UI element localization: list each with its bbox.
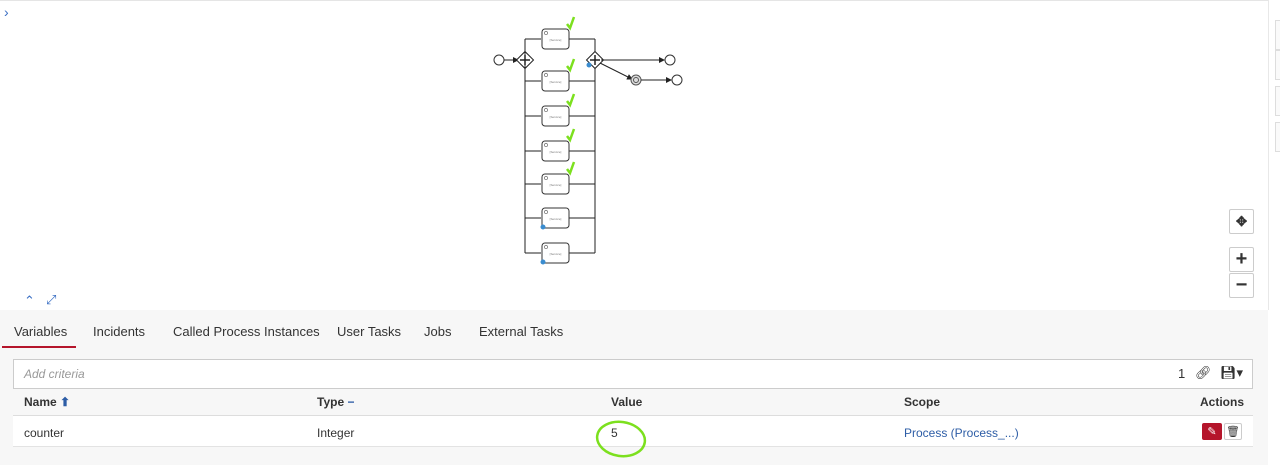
column-header-scope: Scope <box>904 395 941 409</box>
detail-tabs: Variables Incidents Called Process Insta… <box>0 310 1268 350</box>
service-task <box>541 70 570 92</box>
header-divider <box>13 415 1253 416</box>
checkmark-icon <box>566 16 576 31</box>
service-task <box>541 207 570 229</box>
service-task <box>541 140 570 162</box>
checkmark-icon <box>566 161 576 176</box>
tab-external-tasks[interactable]: External Tasks <box>479 324 564 339</box>
task-label: [Service] <box>550 183 562 187</box>
column-header-actions: Actions <box>1200 395 1245 409</box>
bpmn-diagram-canvas[interactable]: › [Serv <box>0 0 1268 310</box>
zoom-out-button[interactable]: − <box>1229 273 1254 298</box>
gear-icon <box>544 108 548 112</box>
rail-tab[interactable] <box>1275 20 1280 50</box>
edit-variable-button[interactable]: ✎ <box>1202 423 1222 440</box>
save-dropdown-icon[interactable]: 💾︎▾ <box>1220 365 1244 380</box>
cell-type: Integer <box>317 426 355 440</box>
column-header-value: Value <box>611 395 643 409</box>
sort-none-icon[interactable]: − <box>347 395 355 409</box>
gear-icon <box>544 143 548 147</box>
service-task <box>541 242 570 264</box>
zoom-in-button[interactable]: + <box>1229 247 1254 272</box>
tab-variables[interactable]: Variables <box>14 324 68 339</box>
search-criteria-bar[interactable]: Add criteria 1 🔗︎ 💾︎▾ <box>13 359 1253 389</box>
gear-icon <box>544 210 548 214</box>
collapse-icon[interactable]: ⌃ <box>24 293 35 308</box>
sort-ascending-icon[interactable]: ⬆︎ <box>60 395 71 409</box>
rail-tab[interactable] <box>1275 86 1280 116</box>
start-event <box>493 54 505 66</box>
tab-incidents[interactable]: Incidents <box>93 324 146 339</box>
table-row <box>13 416 1253 446</box>
service-task <box>541 105 570 127</box>
task-label: [Service] <box>550 38 562 42</box>
criteria-count: 1 <box>1178 366 1186 381</box>
token-badge <box>540 259 546 265</box>
end-event-2 <box>671 74 683 86</box>
checkmark-icon <box>566 128 576 143</box>
trash-icon: 🗑︎ <box>1226 426 1240 438</box>
gear-icon <box>544 245 548 249</box>
link-icon[interactable]: 🔗︎ <box>1195 365 1212 380</box>
row-divider <box>13 446 1253 447</box>
rail-tab[interactable] <box>1275 50 1280 80</box>
checkmark-icon <box>566 93 576 108</box>
rail-tab[interactable] <box>1275 122 1280 152</box>
gear-icon <box>544 176 548 180</box>
bpmn-diagram: [Service] [Service] [Service] [Service] [Ser… <box>493 16 683 265</box>
right-rail <box>1268 0 1280 310</box>
gear-icon <box>544 73 548 77</box>
token-badge <box>540 224 546 230</box>
intermediate-event <box>630 74 642 86</box>
gear-icon <box>544 31 548 35</box>
cell-name: counter <box>24 426 65 440</box>
pencil-icon: ✎ <box>1207 426 1217 438</box>
service-task <box>541 173 570 195</box>
tab-jobs[interactable]: Jobs <box>424 324 452 339</box>
checkmark-icon <box>566 58 576 73</box>
tab-called-process-instances[interactable]: Called Process Instances <box>173 324 320 339</box>
task-label: [Service] <box>550 252 562 256</box>
task-label: [Service] <box>550 217 562 221</box>
active-tab-indicator <box>2 346 76 348</box>
task-label: [Service] <box>550 80 562 84</box>
tab-user-tasks[interactable]: User Tasks <box>337 324 402 339</box>
criteria-input-placeholder[interactable]: Add criteria <box>24 367 85 381</box>
cell-scope-link[interactable]: Process (Process_...) <box>904 426 1019 440</box>
highlight-circle <box>595 420 647 458</box>
column-header-name[interactable]: Name ⬆︎ <box>24 395 71 409</box>
column-header-type[interactable]: Type − <box>317 395 355 409</box>
delete-variable-button[interactable]: 🗑︎ <box>1224 423 1242 440</box>
expand-icon[interactable]: ⤢ <box>46 292 57 307</box>
end-event <box>664 54 676 66</box>
task-label: [Service] <box>550 115 562 119</box>
move-center-icon: ✥ <box>1235 213 1248 229</box>
service-task <box>541 28 570 50</box>
cell-value[interactable]: 5 <box>611 426 618 440</box>
task-label: [Service] <box>550 150 562 154</box>
center-diagram-button[interactable]: ✥ <box>1229 209 1254 234</box>
chevron-right-icon[interactable]: › <box>4 4 9 20</box>
